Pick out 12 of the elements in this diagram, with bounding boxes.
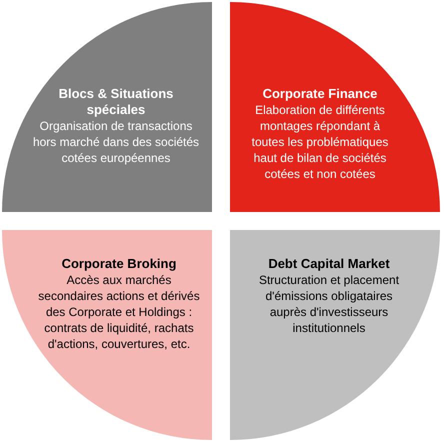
quarter-circle-sector xyxy=(230,230,440,440)
section-heading: Debt Capital Market xyxy=(267,256,391,272)
section-description: Organisation de transactions hors marché dans des sociétés cotées européennes xyxy=(32,118,200,166)
section-description: Elaboration de différents montages répondant à toutes les problématiques haut de bilan de sociétés cotées et non cotées xyxy=(250,102,390,182)
section-heading: Corporate Finance xyxy=(262,86,378,102)
quarter-circle-sector xyxy=(230,2,440,212)
section-heading: Corporate Broking xyxy=(60,256,178,272)
section-description: Accès aux marchés secondaires actions et dérivés des Corporate et Holdings : contrats de liquidité, rachats d'actions, couvertures, etc. xyxy=(37,272,201,352)
quarter-circle-sector xyxy=(2,230,212,440)
quarter-circle-sector xyxy=(2,2,212,212)
section-description: Structuration et placement d'émissions obligataires auprès d'investisseurs institutionnels xyxy=(258,272,400,336)
section-heading: Blocs & Situations spéciales xyxy=(58,86,174,118)
